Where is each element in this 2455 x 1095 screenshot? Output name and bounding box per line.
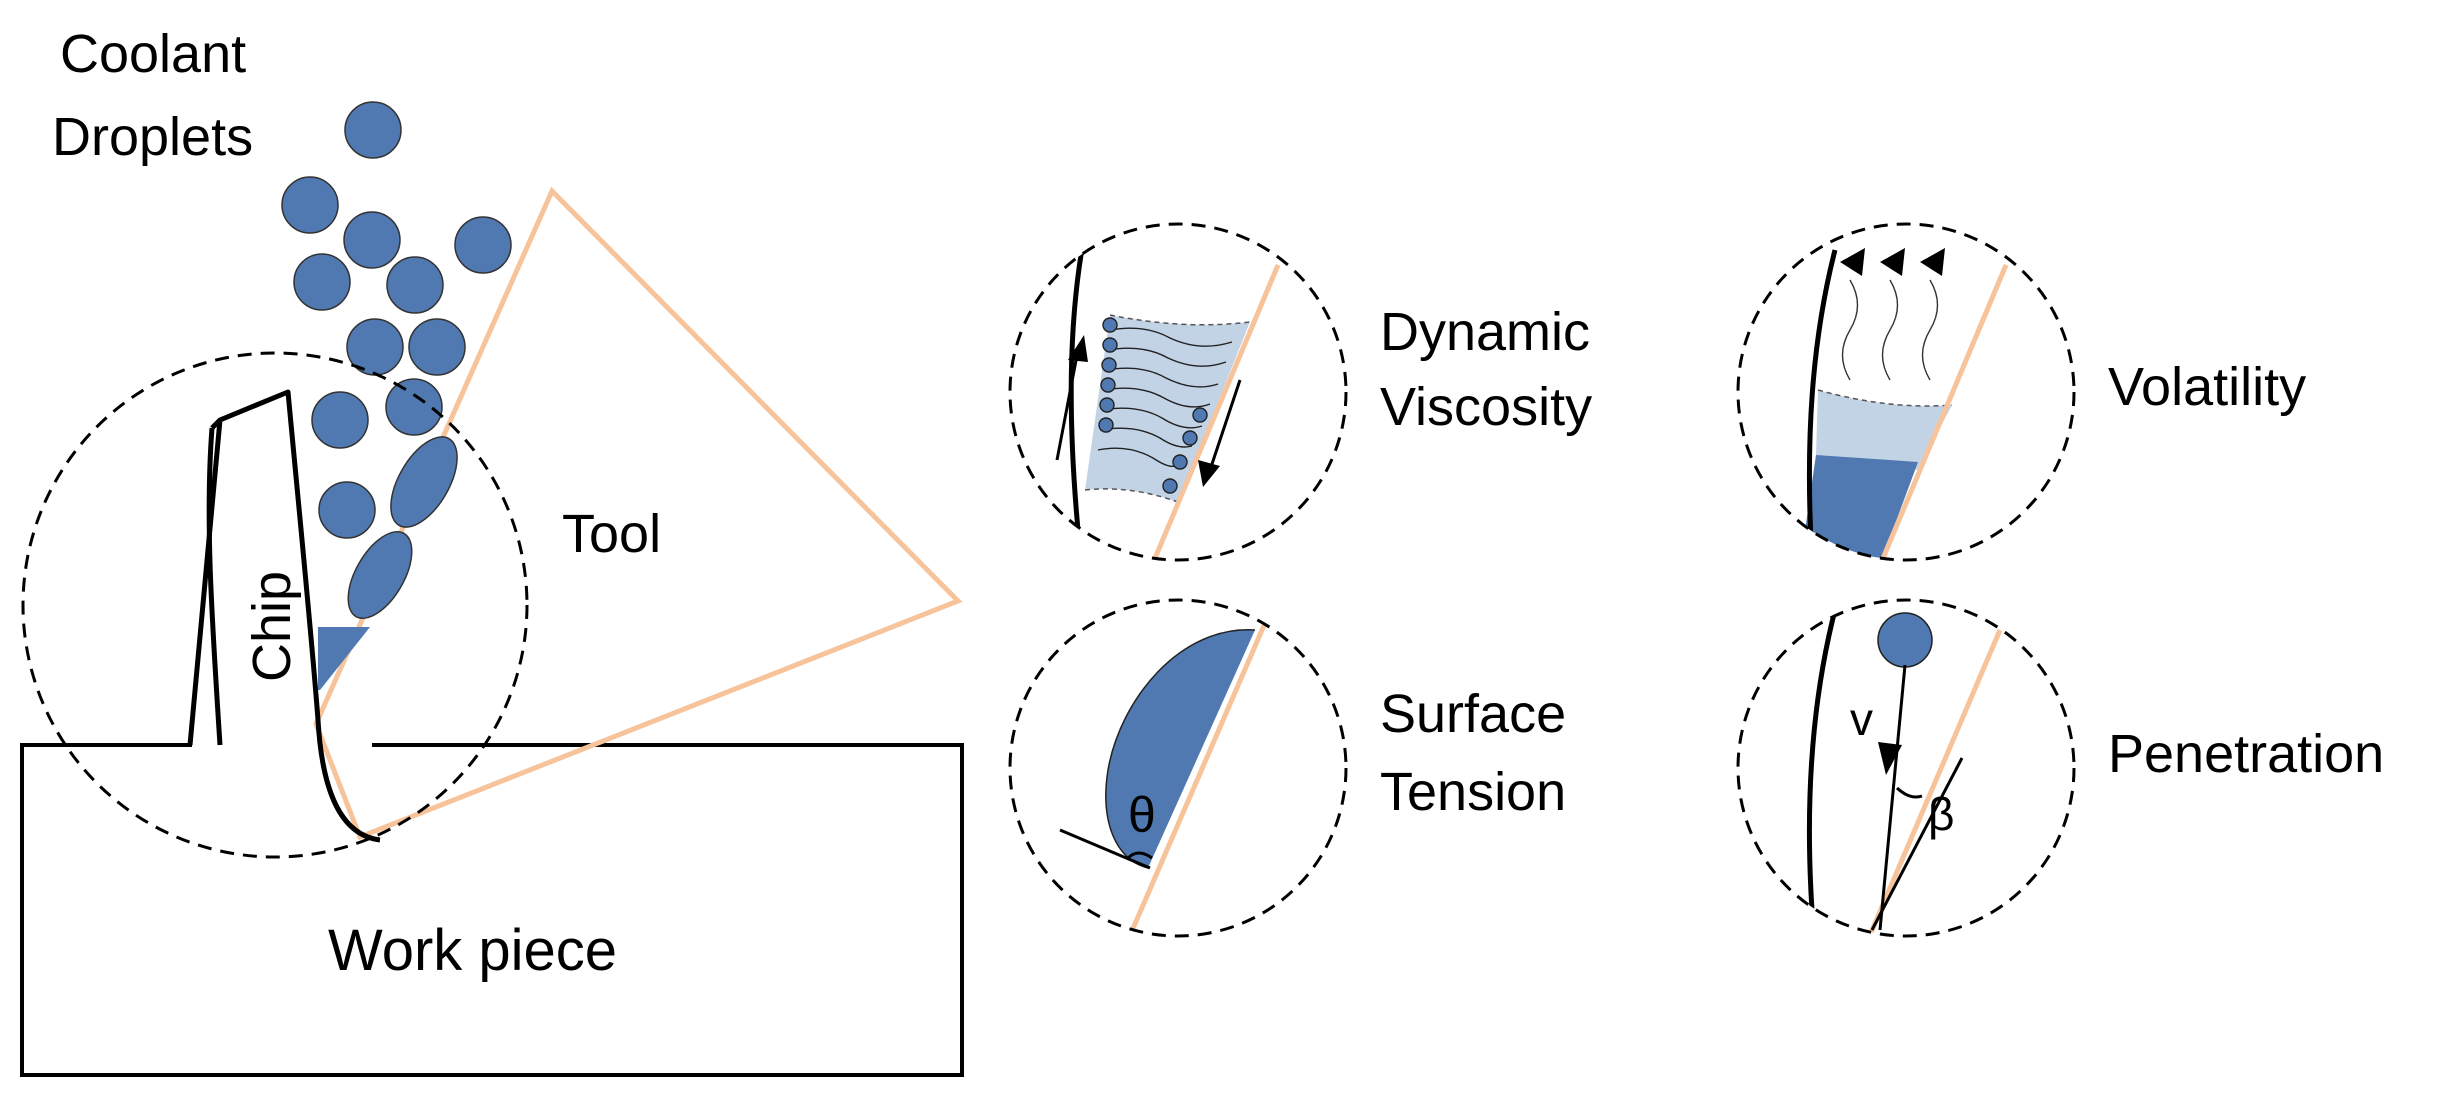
penetration-label: Penetration [2108,724,2384,784]
surface-label-line2: Tension [1380,762,1566,822]
zoom-circle [21,351,529,859]
viscosity-label-line2: Viscosity [1380,377,1592,437]
volatility-panel [1736,222,2076,562]
chip-label: Chip [242,571,302,682]
chip-left-edge [206,427,223,746]
viscosity-label-line1: Dynamic [1380,302,1590,362]
surface-tension-panel [1008,598,1348,938]
workpiece-body [20,743,964,1077]
volatility-label: Volatility [2108,357,2306,417]
tool-label: Tool [562,504,661,564]
penetration-panel [1736,598,2076,938]
surface-label-line1: Surface [1380,684,1566,744]
beta-symbol: β [1928,788,1954,840]
viscosity-panel [1008,222,1348,562]
coolant-film [318,627,370,690]
theta-symbol: θ [1128,787,1156,843]
velocity-symbol: v [1850,693,1873,745]
coolant-label-line1: Coolant [60,24,246,84]
workpiece-label: Work piece [328,918,617,983]
coolant-label-line2: Droplets [52,107,253,167]
coolant-droplets [281,101,512,620]
chip-shape [187,389,381,843]
